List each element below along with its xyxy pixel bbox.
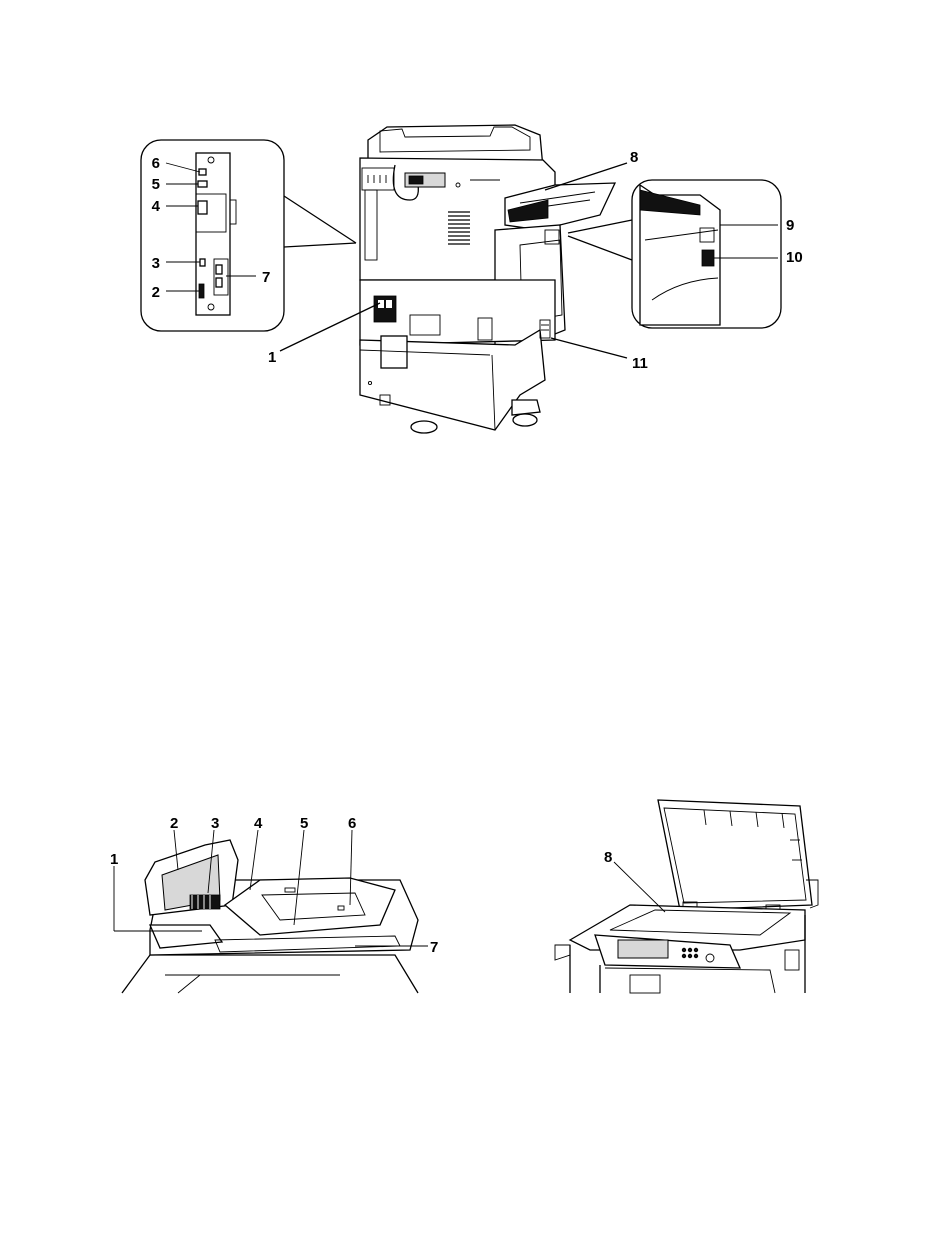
callout-5: 5 <box>152 176 160 193</box>
callout-2: 2 <box>170 815 178 832</box>
callout-1: 1 <box>268 349 276 366</box>
callout-3: 3 <box>152 255 160 272</box>
interface-panel-inset <box>141 140 356 331</box>
callout-7: 7 <box>430 939 438 956</box>
callout-6: 6 <box>152 155 160 172</box>
document-glass-view: 8 <box>555 800 818 993</box>
callout-10: 10 <box>786 249 803 266</box>
callout-1: 1 <box>110 851 118 868</box>
callout-4: 4 <box>152 198 161 215</box>
callout-8: 8 <box>604 849 612 866</box>
feed-rollers <box>190 895 220 909</box>
callout-3: 3 <box>211 815 219 832</box>
callout-2: 2 <box>152 284 160 301</box>
callout-7: 7 <box>262 269 270 286</box>
callout-8: 8 <box>630 149 638 166</box>
callout-5: 5 <box>300 815 308 832</box>
callout-4: 4 <box>254 815 263 832</box>
callout-11: 11 <box>632 355 648 372</box>
callout-6: 6 <box>348 815 356 832</box>
document-feeder-view: 1 2 3 4 5 6 7 <box>110 815 438 993</box>
printer-body <box>360 125 615 433</box>
printer-rear-view: 6 5 4 3 2 7 1 8 9 10 11 <box>141 125 803 433</box>
callout-9: 9 <box>786 217 794 234</box>
